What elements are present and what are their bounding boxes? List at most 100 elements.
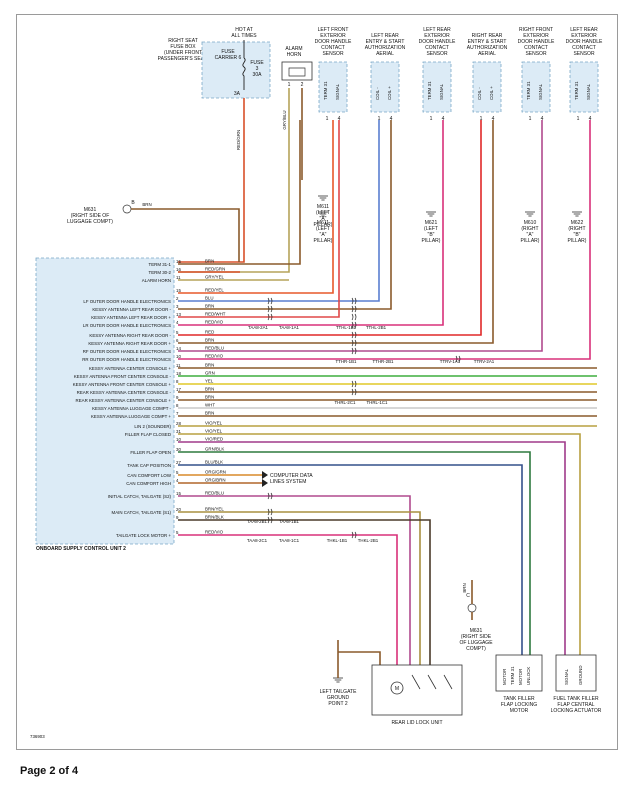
module-title: ONBOARD SUPPLY CONTROL UNIT 2: [36, 546, 126, 552]
tank-pin-0: MOTOR: [502, 669, 507, 685]
component-1-pin-a: COIL -: [375, 87, 380, 100]
module-row-29-wire: RED/VIO: [205, 530, 224, 535]
module-row-11-label: RR OUTER DOOR HANDLE ELECTRONICS: [82, 357, 171, 362]
wire-row-4: [178, 120, 380, 302]
ground-2-label-line-1: (LEFT: [424, 226, 438, 232]
alarm-horn-label-line-0: ALARM: [285, 46, 302, 52]
module-row-23-pin: 27: [176, 460, 181, 465]
component-2-label-line-4: SENSOR: [426, 51, 448, 57]
ground-0: [318, 195, 328, 201]
m631b-label-line-2: OF LUGGAGE: [459, 640, 493, 646]
module-row-13-wire: GRN: [205, 371, 215, 376]
fuel-actuator-label-line-2: LOCKING ACTUATOR: [551, 708, 602, 714]
module-row-29-label: TAILGATE LOCK MOTOR +: [116, 533, 171, 538]
m631b-label-line-0: M631: [470, 628, 483, 634]
module-row-2-label: ALARM HORN: [142, 278, 171, 283]
connector-TAA8-2C1: TAA8-2C1: [247, 538, 268, 543]
module-row-26-label: INITIAL CATCH, TAILGATE (S2): [108, 494, 172, 499]
module-row-10-pin: 14: [176, 346, 181, 351]
module-row-10-wire: RED/BLU: [205, 346, 224, 351]
connector-symbol-6: [351, 321, 357, 329]
module-row-5-wire: BRN: [205, 304, 214, 309]
wire-row-10: [178, 120, 543, 352]
connector-symbol-14: [267, 508, 273, 516]
can-arrow-symbols: [262, 471, 268, 487]
tank-pin-2: MOTOR: [518, 669, 523, 685]
fuel-actuator-box: [555, 654, 597, 692]
component-5-box: [569, 61, 599, 113]
connector-TAA8-1C1: TAA8-1C1: [279, 538, 300, 543]
module-row-8-label: KESSY ANTENNA RIGHT REAR DOOR -: [89, 333, 171, 338]
module-row-6-wire: RED/WHT: [205, 312, 226, 317]
ground-4-label-line-3: PILLAR): [568, 238, 587, 244]
wire-row-8: [178, 120, 482, 336]
module-row-2-wire: GRY/YEL: [205, 275, 225, 280]
module-row-9-pin: 6: [176, 338, 179, 343]
component-0-pin-a: TERM 31: [323, 81, 328, 100]
component-0-pinnum-a: 1: [326, 116, 329, 122]
alarm-pin-2: 2: [301, 82, 304, 88]
connector-symbol-7: [351, 331, 357, 339]
component-3-label-line-2: AUTHORIZATION: [467, 45, 508, 51]
module-row-24-wire: ORG/GRN: [205, 470, 226, 475]
lock-unit-label: REAR LID LOCK UNIT: [391, 720, 442, 726]
ground-4-label-line-2: "B": [574, 232, 581, 238]
m631-label-line-0: M631: [84, 207, 97, 213]
component-1-label-line-3: AERIAL: [376, 51, 394, 57]
connector-symbol-16: [351, 531, 357, 539]
component-5-label-line-2: DOOR HANDLE: [566, 39, 603, 45]
fusebox-outline: [201, 41, 271, 99]
module-row-29-pin: 5: [176, 530, 179, 535]
component-5-pinnum-a: 1: [577, 116, 580, 122]
module-row-4-pin: 2: [176, 296, 179, 301]
connector-symbol-8: [351, 339, 357, 347]
module-row-16-label: REAR KESSY ANTENNA CENTER CONSOLE +: [76, 398, 172, 403]
module-row-17-pin: 8: [176, 403, 179, 408]
component-3-pinnum-b: 4: [492, 116, 495, 122]
module-row-7-pin: 4: [176, 320, 179, 325]
ground-3-label-line-2: "A": [527, 232, 534, 238]
module-row-25-pin: 4: [176, 478, 179, 483]
component-0-label-line-1: EXTERIOR: [320, 33, 346, 39]
module-row-18-wire: BRN: [205, 411, 214, 416]
wire-row-5: [178, 120, 392, 310]
tailgate-ground-symbol: [333, 677, 343, 683]
fuse-rating-label-line-1: 3: [256, 66, 259, 72]
component-2-label-line-0: LEFT REAR: [423, 27, 451, 33]
fusebox-hot-label-line-0: HOT AT: [235, 27, 253, 33]
wire-row-28: [178, 519, 431, 665]
module-row-5-pin: 3: [176, 304, 179, 309]
module-row-27-label: MAIN CATCH, TAILGATE (S1): [112, 510, 172, 515]
module-row-0-label: TERM 31-1: [149, 262, 172, 267]
module-row-1-label: TERM 30-2: [149, 270, 172, 275]
connector-symbol-4: [351, 305, 357, 313]
module-row-20-label: FILLER FLAP CLOSED: [125, 432, 171, 437]
alarm-horn-box: [281, 61, 313, 81]
module-row-20-pin: 31: [176, 429, 181, 434]
component-2-pinnum-b: 4: [442, 116, 445, 122]
ground-0-label-line-0: M611: [317, 204, 329, 210]
fuel-pin-1: GROUND: [578, 665, 583, 685]
module-row-12-label: KESSY ANTENNA CENTER CONSOLE +: [89, 366, 171, 371]
module-row-15-label: REAR KESSY ANTENNA CENTER CONSOLE -: [77, 390, 172, 395]
ground-1-label-line-3: PILLAR): [314, 238, 333, 244]
module-row-8-wire: RED: [205, 330, 214, 335]
fuel-actuator-label-line-0: FUEL TANK FILLER: [553, 696, 599, 702]
module-row-1-wire: RED/GRN: [205, 267, 225, 272]
ground-1-label-line-0: M611: [317, 220, 329, 226]
connector-symbol-11: [351, 380, 357, 388]
module-row-21-pin: 10: [176, 437, 181, 442]
tank-pin-1: TERM 31: [510, 666, 515, 685]
connector-symbol-1: [267, 305, 273, 313]
connector-TTHR-2B1: TTHR-2B1: [373, 359, 395, 364]
connector-TTHR-1B1: TTHR-1B1: [336, 359, 358, 364]
module-row-26-wire: RED/BLU: [205, 491, 224, 496]
module-row-11-pin: 10: [176, 354, 181, 359]
ground-1-label-line-1: (LEFT: [316, 226, 330, 232]
module-row-23-label: TANK CAP POSITION: [127, 463, 171, 468]
component-2-label-line-2: DOOR HANDLE: [419, 39, 456, 45]
module-row-24-pin: 5: [176, 470, 179, 475]
ground-2: [426, 211, 436, 217]
connector-TAA8-2B1: TAA8-2B1: [247, 519, 267, 524]
ground-2-label-line-3: PILLAR): [422, 238, 441, 244]
